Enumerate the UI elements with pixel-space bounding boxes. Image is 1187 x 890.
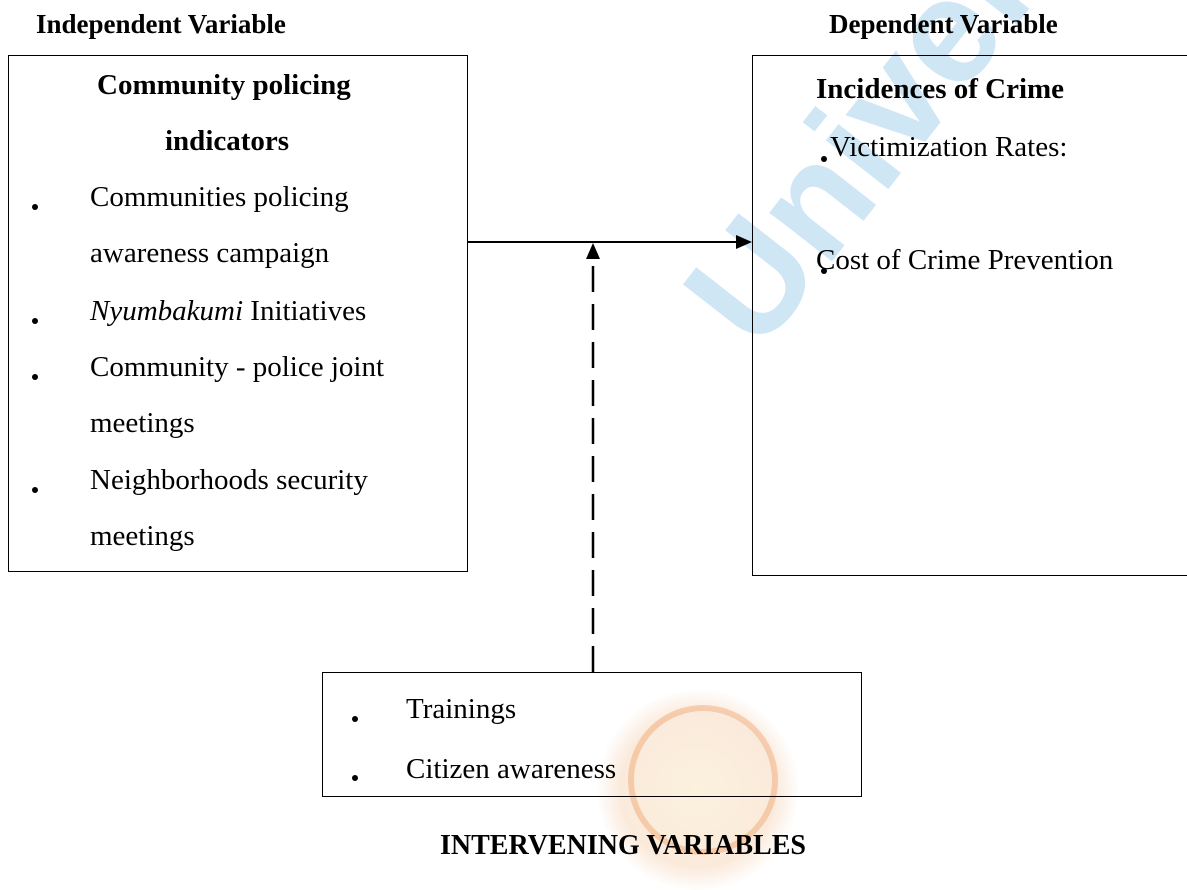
bullet-icon (352, 716, 358, 722)
dependent-box-title: Incidences of Crime (816, 73, 1065, 105)
bullet-icon (352, 775, 358, 781)
bullet-icon (821, 268, 827, 274)
moderating-arrowhead (586, 243, 600, 259)
indicator-item-1-line2: awareness campaign (90, 237, 330, 269)
indicator-item-3-line2: meetings (90, 407, 195, 439)
indicator-item-4-line1: Neighborhoods security (90, 464, 368, 496)
bullet-icon (821, 156, 827, 162)
main-arrowhead (736, 235, 752, 249)
independent-box-title-line1: Community policing (97, 69, 351, 101)
indicator-item-4-line2: meetings (90, 520, 195, 552)
bullet-icon (32, 318, 38, 324)
independent-variable-header: Independent Variable (36, 9, 286, 39)
intervening-item-2: Citizen awareness (406, 753, 617, 785)
indicator-item-3-line1: Community - police joint (90, 351, 385, 383)
independent-box-title-line2: indicators (165, 125, 290, 157)
bullet-icon (32, 374, 38, 380)
intervening-variables-label: INTERVENING VARIABLES (440, 830, 806, 861)
intervening-item-1: Trainings (406, 693, 517, 725)
connector-arrows (468, 235, 752, 672)
dependent-item-1: Victimization Rates: (830, 131, 1068, 163)
bullet-icon (32, 487, 38, 493)
dependent-item-2: Cost of Crime Prevention (816, 244, 1114, 276)
independent-variable-box (8, 55, 468, 572)
indicator-item-2: Nyumbakumi Initiatives (90, 294, 366, 328)
indicator-item-1-line1: Communities policing (90, 181, 349, 213)
dependent-variable-header: Dependent Variable (829, 9, 1058, 39)
indicator-item-2-rest: Initiatives (243, 295, 367, 327)
university-seal-ring (628, 705, 778, 855)
dependent-variable-box (752, 55, 1187, 576)
intervening-variables-box (322, 672, 862, 797)
indicator-item-2-italic: Nyumbakumi (90, 295, 244, 327)
bullet-icon (32, 204, 38, 210)
